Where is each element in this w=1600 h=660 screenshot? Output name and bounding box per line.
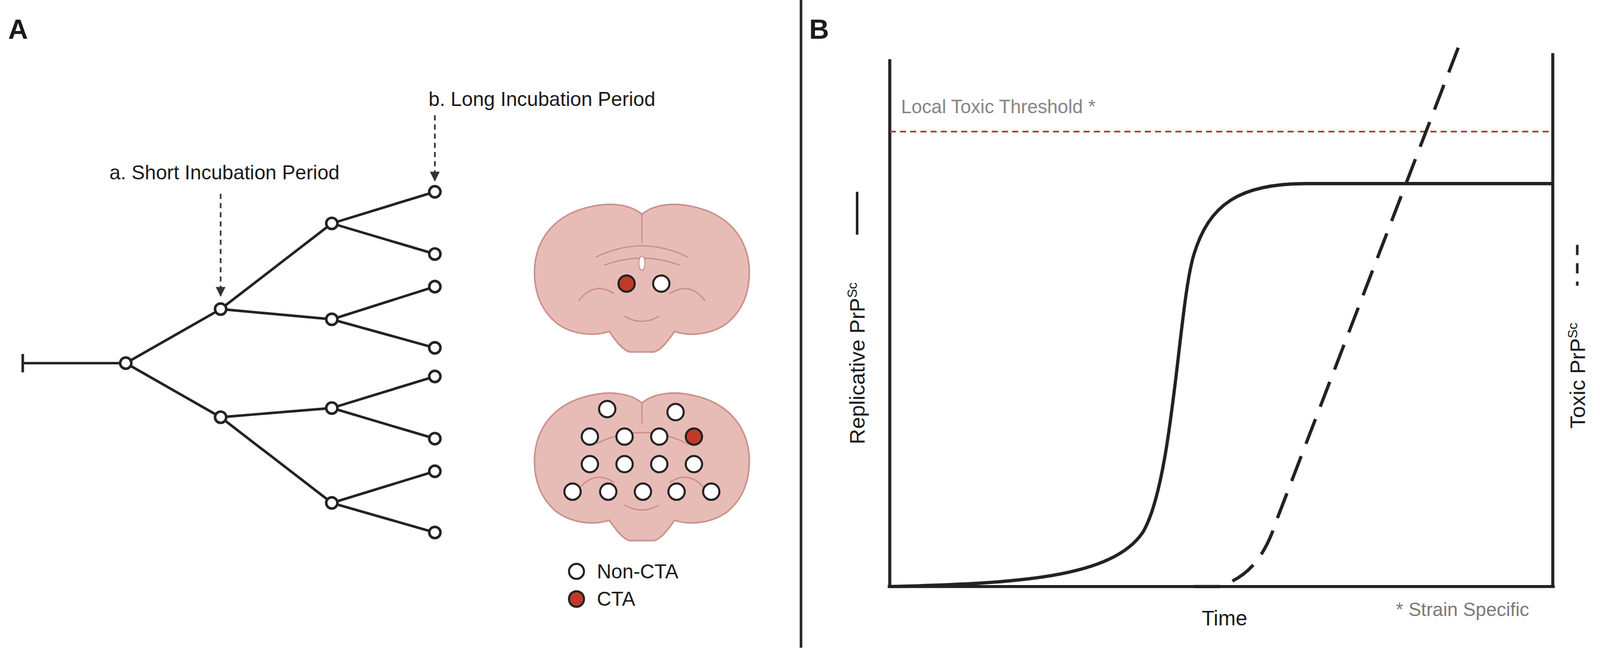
cta-site	[618, 275, 636, 292]
lineage-tree	[22, 191, 435, 533]
legend-label: Non-CTA	[596, 560, 679, 583]
non-cta-site	[653, 275, 670, 292]
axis-key-dashed	[1576, 244, 1579, 286]
cta-site	[685, 428, 703, 445]
axis-key-solid	[855, 191, 859, 235]
panel-divider	[800, 0, 803, 648]
brain-section	[534, 393, 750, 541]
axis-title-text: Toxic PrP	[1565, 337, 1590, 429]
axis-title: Toxic PrPSc	[1565, 322, 1591, 429]
panel-letter: B	[809, 13, 830, 45]
brain-section	[534, 204, 750, 352]
pointer-arrow	[434, 115, 436, 181]
superscript: Sc	[844, 282, 860, 298]
pointer-arrow	[219, 193, 222, 296]
replicative-curve	[889, 183, 1553, 587]
axis-title-text: Replicative PrP	[844, 297, 870, 444]
legend-label: CTA	[596, 587, 636, 611]
toxic-curve	[1193, 45, 1459, 587]
panel-letter: A	[8, 13, 29, 45]
axis-title: Time	[1201, 606, 1248, 631]
annotation: a. Short Incubation Period	[109, 161, 340, 184]
threshold-label: Local Toxic Threshold *	[900, 96, 1096, 118]
footnote: * Strain Specific	[1395, 598, 1530, 621]
annotation: b. Long Incubation Period	[428, 87, 656, 111]
legend-swatch	[567, 562, 586, 581]
toxic-threshold-line	[889, 130, 1553, 133]
chart-axes	[887, 53, 1556, 588]
superscript: Sc	[1565, 322, 1580, 338]
legend-swatch	[567, 590, 586, 608]
axis-title: Replicative PrPSc	[844, 282, 870, 444]
tree-nodes	[120, 186, 441, 538]
